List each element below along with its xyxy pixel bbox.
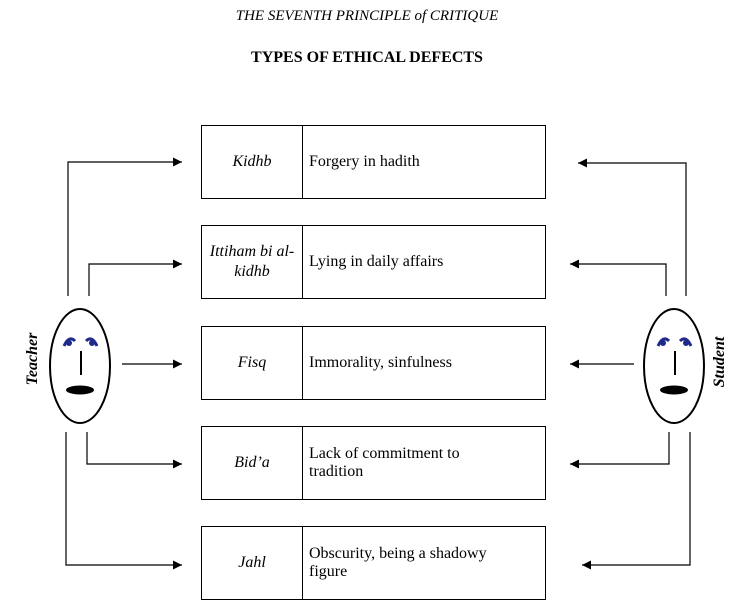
teacher-label: Teacher xyxy=(24,332,41,386)
defect-term: Bid’a xyxy=(202,427,303,499)
teacher-arrow-jahl xyxy=(65,432,182,570)
student-arrow-bida xyxy=(570,432,670,469)
page-title: THE SEVENTH PRINCIPLE of CRITIQUE xyxy=(235,8,499,24)
defect-meaning: Lying in daily affairs xyxy=(309,253,444,271)
defect-meaning: Obscurity, being a shadowy figure xyxy=(309,545,487,580)
defect-term: Jahl xyxy=(202,527,303,599)
student-arrow-kidhb xyxy=(578,158,687,296)
student-arrow-jahl xyxy=(582,432,691,570)
defect-term: Kidhb xyxy=(202,126,303,198)
defect-row-bida: Bid’a Lack of commitment to tradition xyxy=(201,426,546,500)
diagram-subtitle: TYPES OF ETHICAL DEFECTS xyxy=(251,49,483,66)
defect-row-kidhb: Kidhb Forgery in hadith xyxy=(201,125,546,199)
face-icon xyxy=(643,308,705,424)
defect-term: Fisq xyxy=(202,327,303,399)
student-label: Student xyxy=(711,336,728,388)
defect-meaning: Forgery in hadith xyxy=(309,153,420,171)
defect-row-ittiham: Ittiham bi al-kidhb Lying in daily affai… xyxy=(201,225,546,299)
defect-meaning: Lack of commitment to tradition xyxy=(309,445,460,480)
defect-term: Ittiham bi al-kidhb xyxy=(202,226,303,298)
teacher-arrow-bida xyxy=(86,432,182,469)
teacher-arrow-kidhb xyxy=(67,157,182,296)
defect-meaning: Immorality, sinfulness xyxy=(309,354,452,372)
defect-row-fisq: Fisq Immorality, sinfulness xyxy=(201,326,546,400)
teacher-arrow-ittiham xyxy=(88,259,182,296)
student-arrow-ittiham xyxy=(570,259,667,296)
defect-row-jahl: Jahl Obscurity, being a shadowy figure xyxy=(201,526,546,600)
face-icon xyxy=(49,308,111,424)
